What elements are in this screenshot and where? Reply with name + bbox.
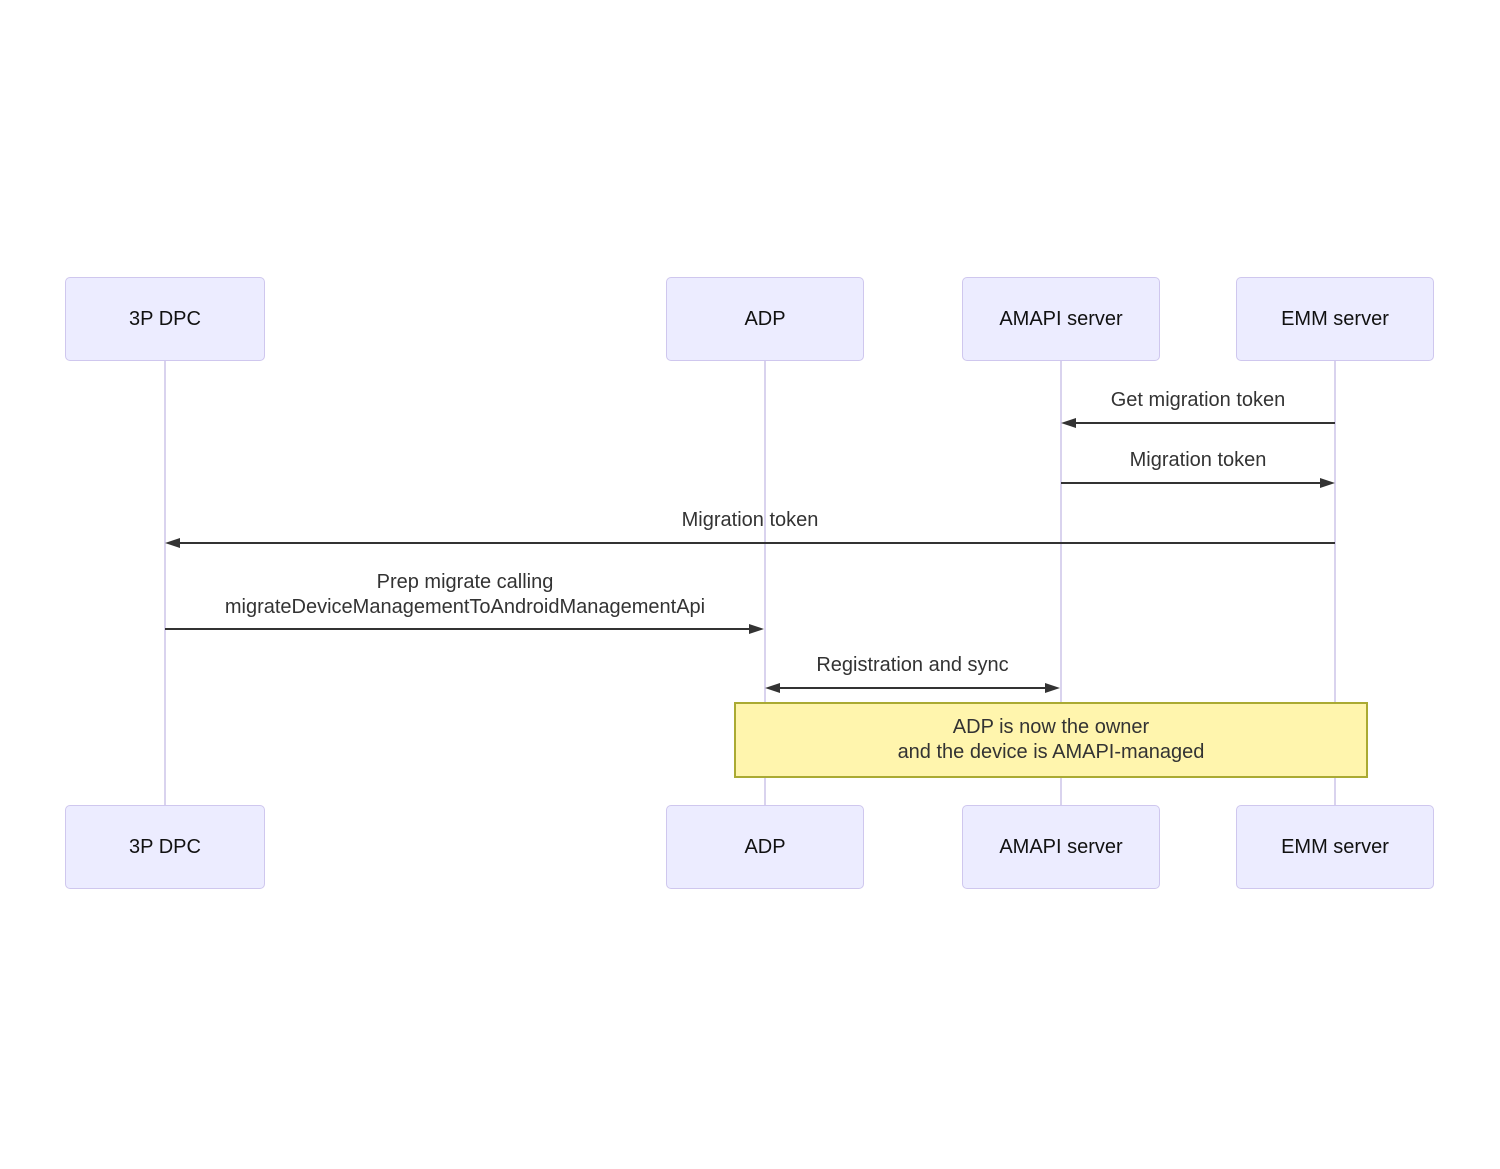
actor-label: AMAPI server [999,307,1123,330]
actor-bottom-emm-server: EMM server [1236,805,1434,889]
message-prep-migrate-label: Prep migrate calling migrateDeviceManage… [165,570,765,620]
arrowhead-right-icon [1045,683,1060,693]
actor-label: 3P DPC [129,835,201,858]
actor-label: ADP [744,307,786,330]
lifeline-adp [764,361,766,805]
actor-label: ADP [744,835,786,858]
message-migration-token-long-line [177,542,1335,544]
arrowhead-left-icon [1061,418,1076,428]
arrowhead-right-icon [1320,478,1335,488]
actor-top-emm-server: EMM server [1236,277,1434,361]
message-prep-migrate-line [165,628,752,630]
actor-label: AMAPI server [999,835,1123,858]
lifeline-emm-server [1334,361,1336,805]
message-registration-sync-label: Registration and sync [816,654,1009,676]
arrowhead-left-icon [165,538,180,548]
message-get-migration-token-label: Get migration token [1110,389,1286,411]
message-registration-sync-line [777,687,1048,689]
message-get-migration-token-line [1073,422,1335,424]
message-prep-migrate-label-line-2: migrateDeviceManagementToAndroidManageme… [224,596,706,618]
arrowhead-right-icon [749,624,764,634]
actor-top-adp: ADP [666,277,864,361]
arrowhead-left-icon [765,683,780,693]
actor-top-amapi-server: AMAPI server [962,277,1160,361]
message-migration-token-short-line [1061,482,1323,484]
actor-label: EMM server [1281,835,1389,858]
message-prep-migrate-label-line-1: Prep migrate calling [376,571,554,593]
note-device-amapi-managed: ADP is now the owner and the device is A… [734,702,1368,778]
actor-label: EMM server [1281,307,1389,330]
actor-label: 3P DPC [129,307,201,330]
actor-bottom-3p-dpc: 3P DPC [65,805,265,889]
lifeline-3p-dpc [164,361,166,805]
message-migration-token-short-label: Migration token [1129,449,1267,471]
actor-bottom-adp: ADP [666,805,864,889]
actor-bottom-amapi-server: AMAPI server [962,805,1160,889]
note-line-2: and the device is AMAPI-managed [897,741,1205,763]
message-migration-token-long-label: Migration token [681,509,819,531]
note-line-1: ADP is now the owner [952,716,1150,738]
lifeline-amapi-server [1060,361,1062,805]
actor-top-3p-dpc: 3P DPC [65,277,265,361]
